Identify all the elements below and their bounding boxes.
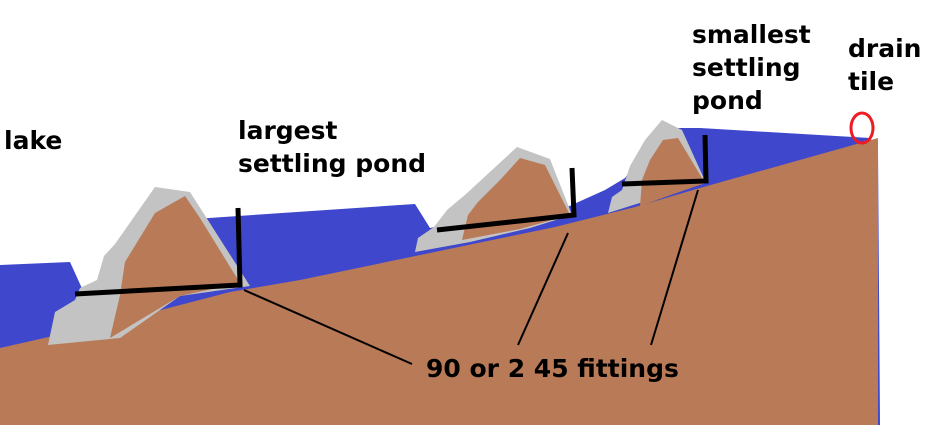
smallest-pond-label: smallest settling pond: [692, 20, 811, 115]
leader-line-largest: [243, 289, 413, 365]
drain-tile-marker: [849, 111, 875, 145]
largest-pond-label: largest settling pond: [238, 116, 427, 178]
drain-tile-label: drain tile: [848, 34, 922, 96]
dam-smallest-earth: [640, 138, 705, 206]
pipe-middle-pond: [436, 167, 577, 233]
ground-slope: [0, 138, 878, 425]
dam-largest-earth: [110, 196, 240, 338]
leader-line-middle: [517, 232, 569, 346]
pipe-smallest-pond: [621, 134, 709, 187]
lake-label: lake: [4, 126, 63, 155]
pipe-largest-pond: [74, 207, 243, 297]
fittings-label: 90 or 2 45 fittings: [426, 354, 679, 383]
leader-line-smallest: [650, 189, 699, 346]
